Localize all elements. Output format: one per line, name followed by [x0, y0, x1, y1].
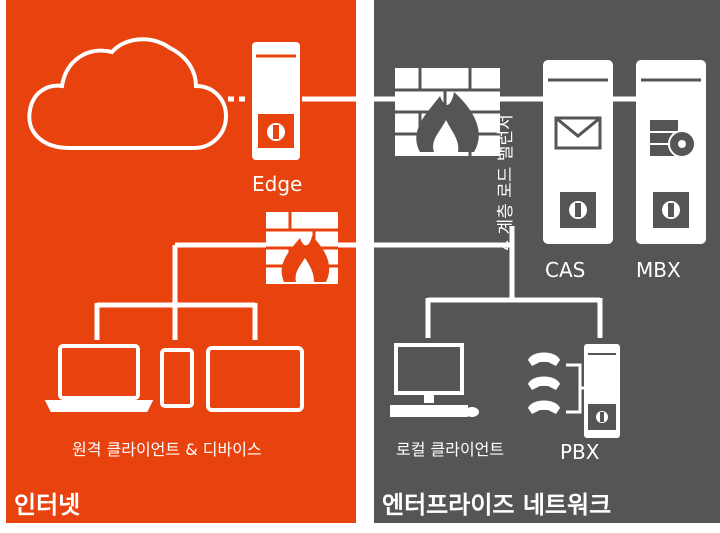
pbx-label: PBX [560, 440, 600, 464]
internet-title: 인터넷 [14, 491, 81, 519]
server-icon [252, 42, 300, 160]
database-icon [650, 120, 696, 158]
telephone-icon [528, 352, 560, 414]
local-client-label: 로컬 클라이언트 [396, 440, 505, 459]
mbx-label: MBX [636, 258, 681, 282]
cloud-icon [27, 37, 229, 150]
mail-icon [554, 116, 602, 150]
cas-label: CAS [545, 258, 586, 282]
server-icon [543, 60, 613, 244]
laptop-icon [44, 344, 154, 412]
server-icon [584, 344, 620, 438]
remote-clients-label: 원격 클라이언트 & 디바이스 [72, 440, 262, 459]
server-icon [636, 60, 706, 244]
monitor-icon [390, 343, 479, 417]
phone-icon [160, 348, 194, 408]
edge-label: Edge [252, 172, 303, 196]
tablet-icon [206, 346, 304, 412]
firewall-icon [395, 68, 500, 156]
connection-lines [94, 96, 640, 414]
enterprise-title: 엔터프라이즈 네트워크 [382, 491, 612, 519]
firewall-icon [266, 212, 338, 284]
load-balancer-label: 4 계층 로드 밸런서 [495, 114, 516, 251]
